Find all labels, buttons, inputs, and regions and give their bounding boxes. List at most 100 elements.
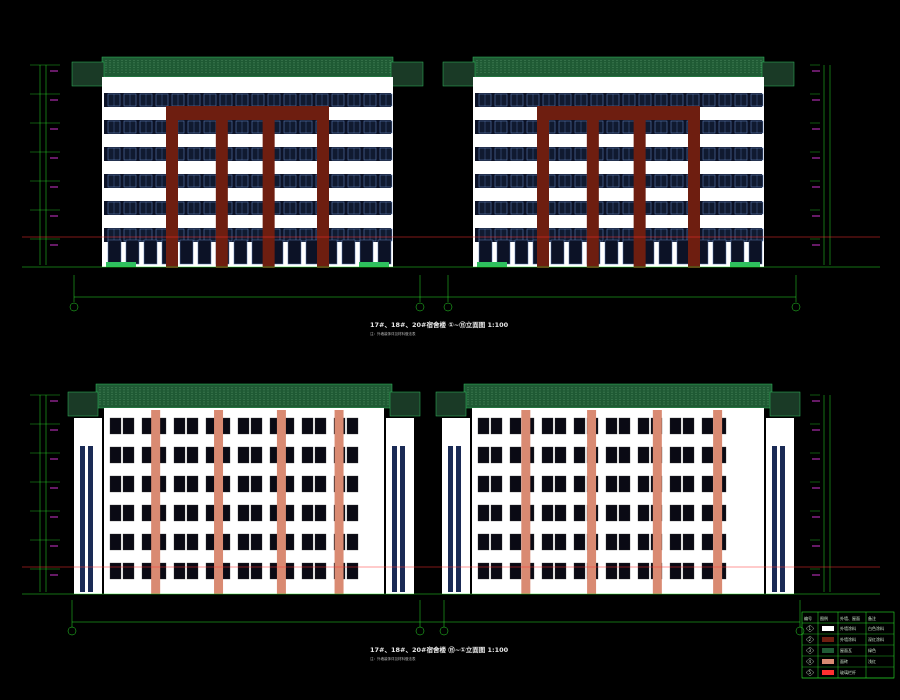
stair-glazing <box>88 446 93 592</box>
window <box>250 417 263 435</box>
window <box>509 533 522 551</box>
legend-header-material: 外墙、屋面 <box>840 615 860 621</box>
window <box>122 533 135 551</box>
window <box>173 504 186 522</box>
window <box>109 562 122 580</box>
bottom-elevation-note: 注：外墙装饰详见材料做法表 <box>370 656 416 661</box>
window <box>477 475 490 493</box>
window <box>637 504 650 522</box>
window <box>346 562 359 580</box>
window <box>477 533 490 551</box>
window <box>250 475 263 493</box>
window <box>173 562 186 580</box>
window <box>490 533 503 551</box>
window <box>605 446 618 464</box>
window <box>541 562 554 580</box>
ground-door <box>514 239 529 265</box>
portal-column <box>166 106 178 268</box>
legend-row-number: 1 <box>809 626 812 631</box>
legend-row-swatch <box>822 626 834 631</box>
window <box>490 504 503 522</box>
building-block <box>67 383 421 594</box>
roof-end-left <box>67 391 99 417</box>
window <box>250 504 263 522</box>
window <box>509 446 522 464</box>
ground-door <box>107 239 122 265</box>
window <box>237 504 250 522</box>
window <box>237 475 250 493</box>
pilaster <box>521 410 531 594</box>
window <box>186 504 199 522</box>
window <box>490 562 503 580</box>
window <box>109 533 122 551</box>
window <box>186 446 199 464</box>
legend-header-no: 编号 <box>804 615 812 621</box>
window <box>186 533 199 551</box>
roof-end-right <box>761 61 795 87</box>
window <box>122 504 135 522</box>
legend-row-material: 屋面瓦 <box>840 647 852 653</box>
window <box>237 562 250 580</box>
window <box>314 417 327 435</box>
window <box>237 446 250 464</box>
portal-column <box>586 106 599 268</box>
legend-row-number: 3 <box>809 648 812 653</box>
pilaster <box>214 410 224 594</box>
pilaster <box>276 410 286 594</box>
window <box>554 446 567 464</box>
window <box>346 533 359 551</box>
ground-door <box>496 239 511 265</box>
window <box>301 446 314 464</box>
window <box>605 475 618 493</box>
window <box>346 475 359 493</box>
window <box>477 562 490 580</box>
window <box>701 504 714 522</box>
window <box>618 504 631 522</box>
window <box>605 562 618 580</box>
window <box>605 504 618 522</box>
ground-door <box>377 239 392 265</box>
portal-beam <box>166 106 329 120</box>
window <box>541 504 554 522</box>
ground-door <box>143 239 158 265</box>
legend-row-material: 面砖 <box>840 658 848 664</box>
stair-glazing <box>456 446 461 592</box>
portal-column <box>215 106 228 268</box>
stair-glazing <box>772 446 777 592</box>
window <box>109 475 122 493</box>
window <box>109 504 122 522</box>
legend-row-swatch <box>822 659 834 664</box>
window <box>509 475 522 493</box>
window <box>490 417 503 435</box>
window <box>173 417 186 435</box>
window <box>682 417 695 435</box>
window <box>250 533 263 551</box>
window <box>701 446 714 464</box>
window <box>301 533 314 551</box>
axis-bubble <box>791 302 801 312</box>
ground-door <box>233 239 248 265</box>
window <box>186 475 199 493</box>
window <box>682 533 695 551</box>
roof-end-left <box>435 391 467 417</box>
roof-band <box>101 56 394 78</box>
window <box>573 562 586 580</box>
axis-bubble <box>69 302 79 312</box>
window <box>509 562 522 580</box>
window <box>682 446 695 464</box>
ground-door <box>179 239 194 265</box>
roof-band <box>463 383 773 409</box>
ground-door <box>604 239 619 265</box>
window <box>669 504 682 522</box>
window <box>509 417 522 435</box>
building-block <box>435 383 801 594</box>
window <box>301 504 314 522</box>
portal-column <box>317 106 329 268</box>
stair-glazing <box>392 446 397 592</box>
window <box>637 446 650 464</box>
window <box>618 562 631 580</box>
legend-row-number: 2 <box>809 637 812 642</box>
window <box>573 504 586 522</box>
